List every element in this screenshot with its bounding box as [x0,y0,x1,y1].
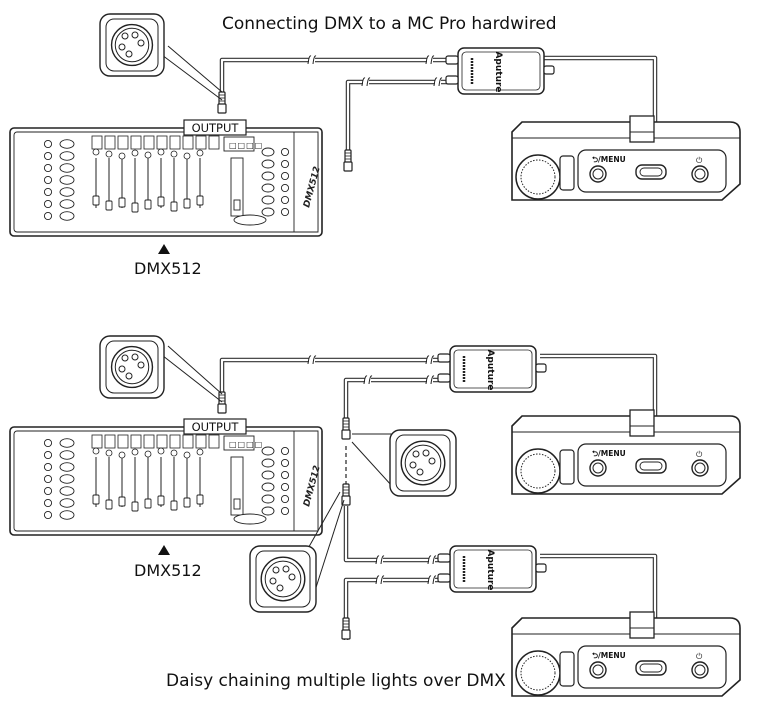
break-bot-8 [427,575,437,585]
break-top-2 [425,55,435,65]
plug-top-thru [343,149,353,172]
connector-bubble-bot-2 [389,429,457,497]
plug-bot-in2 [341,483,351,506]
console-bot: □□□□DMX512 [9,426,323,536]
bottom-title: Daisy chaining multiple lights over DMX [166,671,506,691]
plug-bot-end [341,617,351,640]
console-label-top: DMX512 [134,259,202,278]
leader-bot-3 [305,491,341,553]
break-top-4 [433,77,443,87]
break-bot-1 [307,355,317,365]
output-tab-bot: OUTPUT [183,418,247,435]
light-top: ⮌/MENU ⏻ [511,115,741,201]
console-top: □□□□DMX512 [9,127,323,237]
light-bot-2: ⮌/MENU ⏻ [511,611,741,697]
svg-text:⮌/MENU: ⮌/MENU [592,651,626,660]
cable-bot-light1 [540,353,658,416]
adapter-bot-2: Aputure [437,545,547,593]
leader-top [157,51,223,101]
svg-text:Aputure: Aputure [485,549,495,590]
adapter-bot-1: Aputure [437,345,547,393]
leader-bot-1 [157,351,223,403]
connector-bubble-bot-1 [99,335,165,399]
output-tab-top: OUTPUT [183,119,247,136]
connector-bubble-top [99,13,165,77]
cable-bot-light2 [540,553,658,618]
break-bot-6 [427,555,437,565]
svg-text:□□□□: □□□□ [229,141,263,150]
cable-bot-thru2 [343,577,450,640]
console-arrow-top [158,244,170,254]
svg-text:⏻: ⏻ [696,450,703,459]
svg-text:Aputure: Aputure [493,51,503,92]
break-bot-3 [363,375,373,385]
top-title: Connecting DMX to a MC Pro hardwired [222,14,557,34]
break-bot-4 [425,375,435,385]
cable-bot-chain [343,506,450,563]
break-bot-2 [425,355,435,365]
break-top-3 [361,77,371,87]
leader-bot-1b [167,345,223,395]
svg-text:⮌/MENU: ⮌/MENU [592,155,626,164]
cable-top-console [219,57,450,100]
plug-top-console [217,91,227,114]
cable-top-thru [345,79,450,160]
break-bot-5 [375,555,385,565]
break-bot-7 [375,575,385,585]
svg-text:Aputure: Aputure [485,349,495,390]
cable-top-light [540,55,658,122]
plug-bot-thru1 [341,417,351,440]
leader-bot-3b [311,499,345,601]
svg-text:⮌/MENU: ⮌/MENU [592,449,626,458]
cable-bot-thru1 [343,377,442,424]
leader-bot-2b [351,441,393,487]
break-top-1 [307,55,317,65]
svg-text:⏻: ⏻ [696,652,703,661]
light-bot-1: ⮌/MENU ⏻ [511,409,741,495]
plug-bot-console [217,391,227,414]
console-arrow-bottom [158,545,170,555]
adapter-top: Aputure [445,47,555,95]
console-label-bottom: DMX512 [134,561,202,580]
svg-text:OUTPUT: OUTPUT [192,121,240,135]
leader-top-2 [167,45,223,93]
connector-bubble-bot-3 [249,545,317,613]
svg-text:OUTPUT: OUTPUT [192,420,240,434]
svg-text:⏻: ⏻ [696,156,703,165]
svg-text:□□□□: □□□□ [229,440,263,449]
cable-bot-console [219,357,442,400]
